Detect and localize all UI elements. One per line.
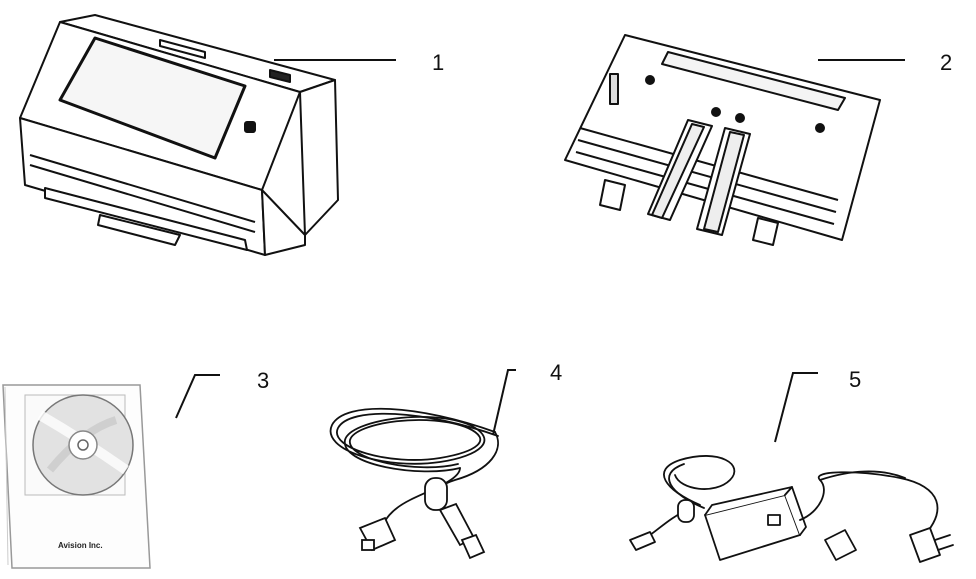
callout-line-5	[774, 372, 818, 443]
callout-number-2: 2	[940, 50, 952, 75]
callout-number-1: 1	[432, 50, 444, 75]
paper-tray-illustration	[564, 34, 881, 246]
callout-number-3: 3	[257, 368, 269, 393]
scanner-illustration	[19, 14, 339, 256]
callout-line-4	[492, 369, 516, 436]
power-adapter-illustration	[629, 455, 954, 563]
callout-line-3	[175, 374, 220, 419]
callout-number-5: 5	[849, 367, 861, 392]
sleeve-brand-text: Avision Inc.	[58, 541, 103, 550]
usb-cable-illustration	[329, 407, 499, 560]
callout-number-4: 4	[550, 360, 562, 385]
cd-sleeve-illustration: Avision Inc.	[2, 384, 151, 569]
